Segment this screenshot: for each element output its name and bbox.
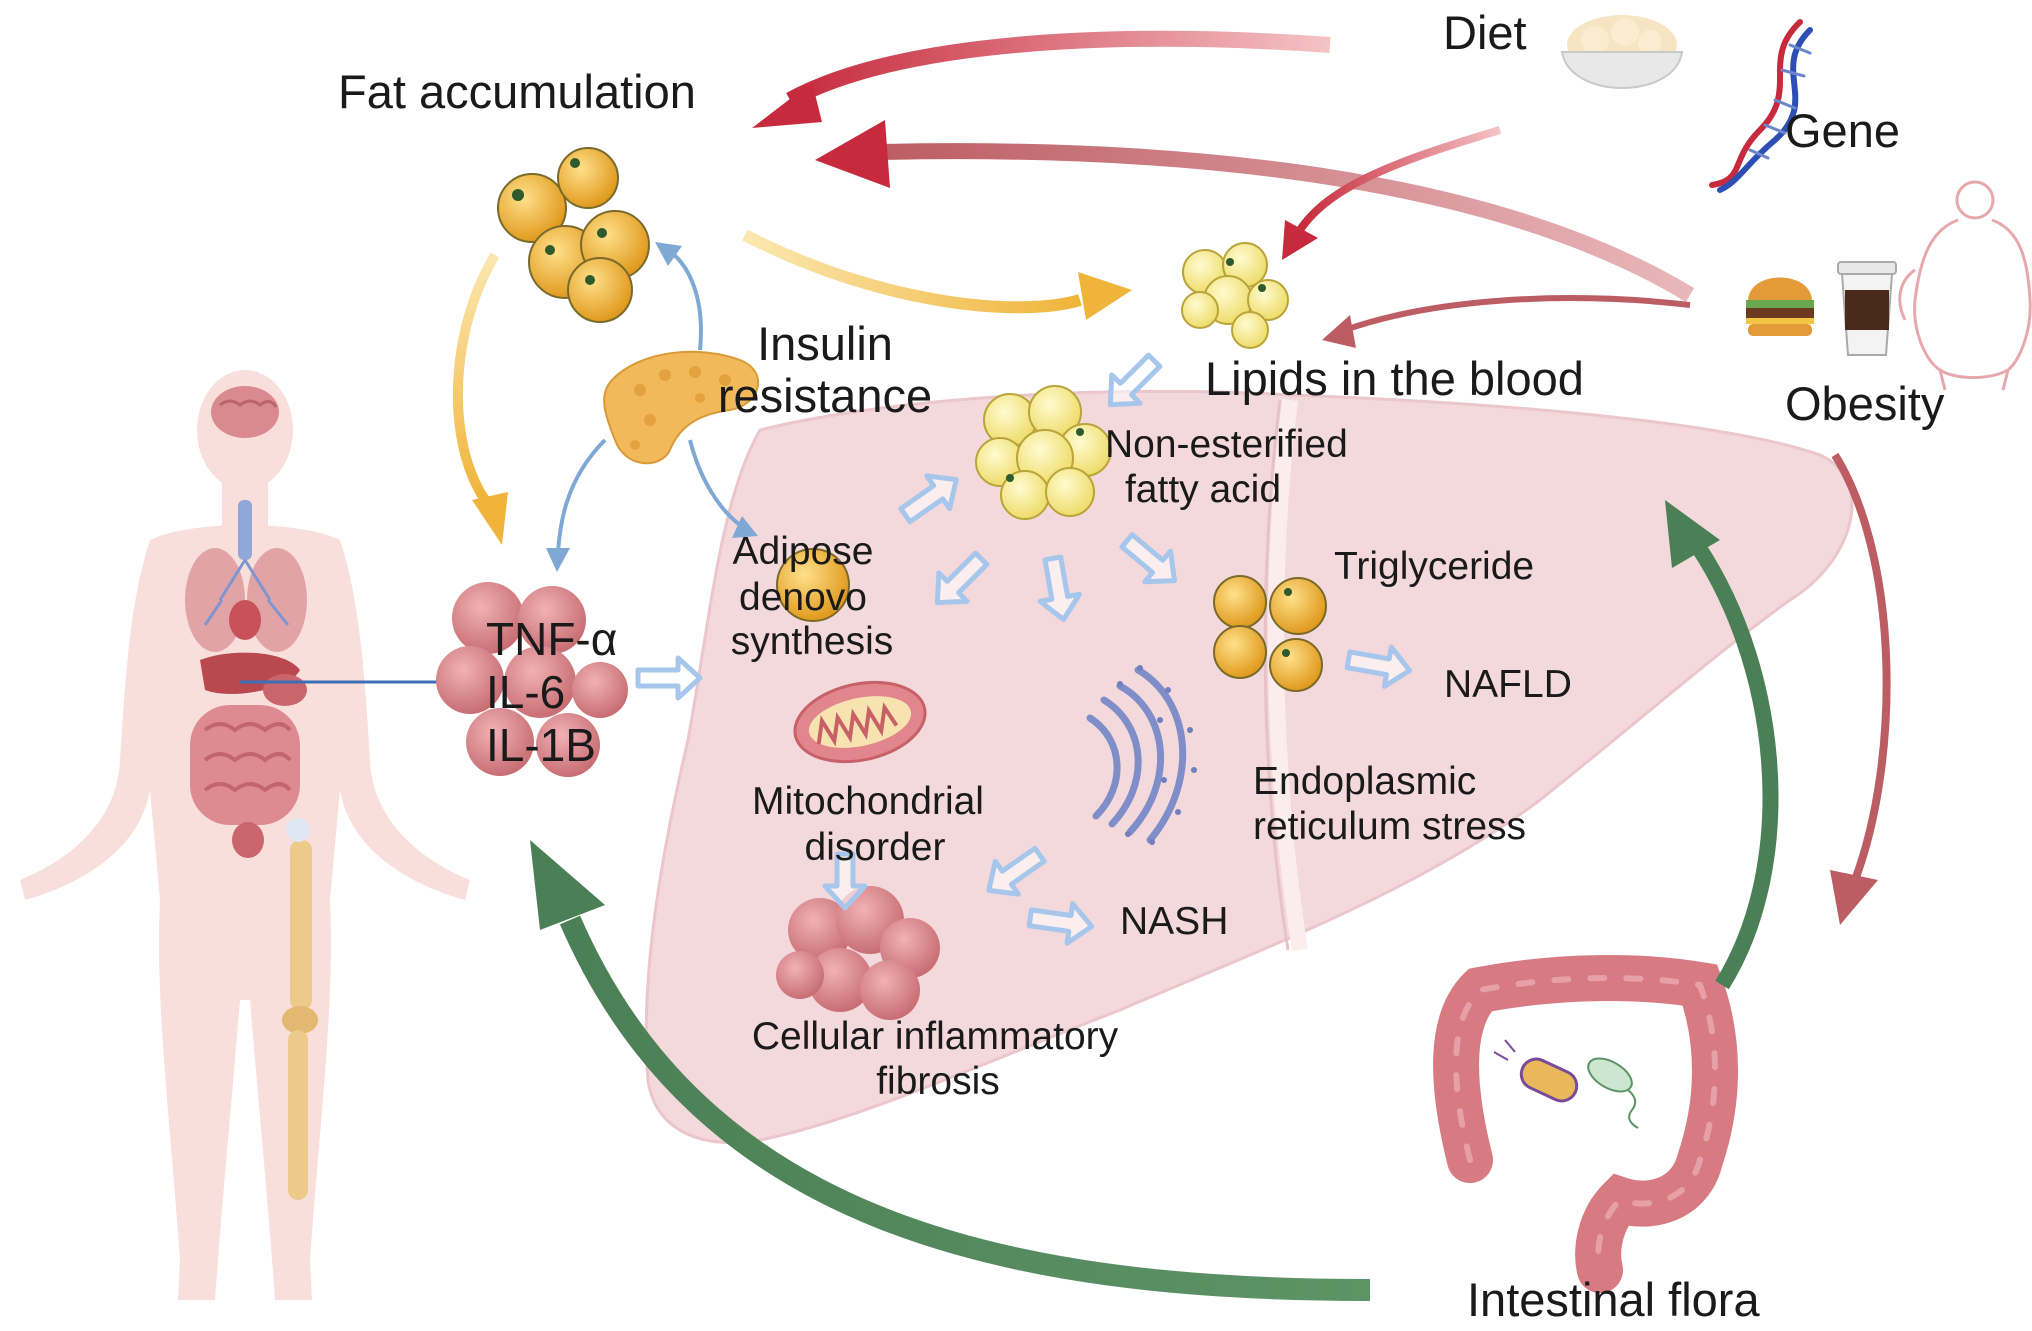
label-nefa-line2: fatty acid: [1124, 468, 1282, 511]
pancreas-organ: [603, 350, 760, 465]
arrow-cytokines-to-liver: [635, 655, 703, 701]
arrow-diet-to-lipids-head: [1282, 220, 1318, 260]
fat-cell-cluster: [497, 147, 650, 323]
label-nash: NASH: [1120, 900, 1229, 943]
arrow-nefa-down-left: [934, 550, 990, 606]
arrow-nefa-to-triglyceride: [1119, 532, 1178, 585]
arrow-diet-to-lipids-shaft: [1296, 126, 1502, 233]
label-mito-line1: Mitochondrial: [752, 780, 984, 823]
label-lipids-in-blood: Lipids in the blood: [1205, 352, 1584, 405]
arrow-intestine-to-liver-shaft: [1683, 530, 1779, 990]
label-er-line2: reticulum stress: [1253, 805, 1527, 848]
label-adipose-line1: Adipose: [732, 530, 874, 573]
arrow-pancreas-to-cytokines: [556, 438, 607, 553]
arrow-obesity-to-fat-shaft: [879, 143, 1695, 302]
label-fat-accumulation: Fat accumulation: [338, 65, 696, 118]
label-intestinal-flora: Intestinal flora: [1467, 1273, 1760, 1326]
arrow-intestine-to-cytokines-head: [530, 840, 605, 930]
arrow-to-nash: [1026, 901, 1095, 946]
bacteria-flagellate: [1587, 1057, 1639, 1129]
label-triglyceride: Triglyceride: [1334, 545, 1535, 588]
label-nafld: NAFLD: [1444, 663, 1572, 706]
arrow-intestine-to-liver-head: [1665, 500, 1720, 568]
label-diet: Diet: [1443, 6, 1527, 59]
triglyceride-cluster: [1213, 575, 1327, 692]
arrow-obesity-to-lipids-shaft: [1344, 295, 1691, 333]
endoplasmic-reticulum: [1086, 666, 1187, 844]
arrow-pancreas-to-fat-head: [655, 242, 682, 266]
arrow-obesity-to-intestine-head: [1830, 870, 1878, 925]
intestine-colon: [1433, 955, 1738, 1293]
label-adipose-line3: synthesis: [730, 620, 894, 663]
arrow-fat-to-cytokines-shaft: [452, 252, 500, 503]
arrow-lipids-to-nefa: [1107, 352, 1163, 408]
er-ribosome-dots: [1117, 665, 1197, 845]
arrow-diet-to-fat-head: [752, 82, 822, 128]
arrow-nefa-down: [1037, 554, 1082, 623]
arrow-pancreas-to-adipose-head: [732, 516, 758, 538]
dna-helix: [1709, 19, 1813, 193]
arrow-obesity-to-intestine-shaft: [1831, 452, 1891, 882]
cytokine-cell-cluster: [436, 582, 628, 777]
label-adipose-line2: denovo: [739, 576, 867, 619]
label-nefa-line1: Non-esterified: [1105, 423, 1348, 466]
label-er-line1: Endoplasmic: [1253, 760, 1477, 803]
mitochondrion: [793, 680, 927, 764]
label-insulin-line2: resistance: [717, 369, 933, 422]
label-cif-line1: Cellular inflammatory: [751, 1015, 1119, 1058]
arrow-obesity-to-lipids-head: [1322, 315, 1356, 348]
burger: [1746, 277, 1814, 336]
arrow-fat-to-lipids-head: [1078, 272, 1132, 320]
label-cif-line2: fibrosis: [876, 1060, 1000, 1103]
diet-bowl: [1560, 15, 1684, 89]
arrow-adipose-to-nefa: [898, 473, 959, 525]
label-tnf-alpha: TNF-α: [486, 613, 618, 665]
label-il-6: IL-6: [486, 666, 566, 718]
label-insulin-line1: Insulin: [757, 317, 893, 370]
adipose-cell: [776, 548, 850, 622]
coffee-cup: [1837, 261, 1897, 356]
label-mito-line2: disorder: [804, 826, 946, 869]
hollow-arrows: [635, 352, 1413, 946]
arrow-obesity-to-fat-head: [815, 120, 890, 188]
arrow-mito-to-inflammation: [822, 851, 868, 911]
arrow-fat-to-cytokines-head: [472, 492, 508, 545]
liver-lobe-line-edge: [1263, 399, 1290, 951]
label-il-1b: IL-1B: [486, 719, 596, 771]
human-body-figure: [20, 370, 470, 1300]
arrow-pancreas-to-adipose: [688, 439, 742, 527]
arrow-triglyceride-to-nafld: [1344, 644, 1413, 689]
obese-silhouette: [1898, 180, 2032, 391]
arrow-pancreas-to-cytokines-head: [546, 548, 570, 572]
label-obesity: Obesity: [1785, 377, 1945, 430]
arrow-fat-to-lipids-shaft: [742, 229, 1082, 314]
bacteria-rod: [1493, 1039, 1579, 1103]
blood-lipid-cluster: [1181, 242, 1289, 349]
arrow-er-to-inflammation: [986, 845, 1047, 897]
nefa-cluster: [975, 385, 1112, 520]
label-gene: Gene: [1785, 104, 1900, 157]
arrow-intestine-to-cytokines-shaft: [559, 915, 1371, 1301]
arrow-pancreas-to-fat: [666, 248, 703, 351]
inflammatory-cell-cluster: [776, 886, 940, 1020]
arrow-diet-to-fat-shaft: [786, 30, 1331, 108]
